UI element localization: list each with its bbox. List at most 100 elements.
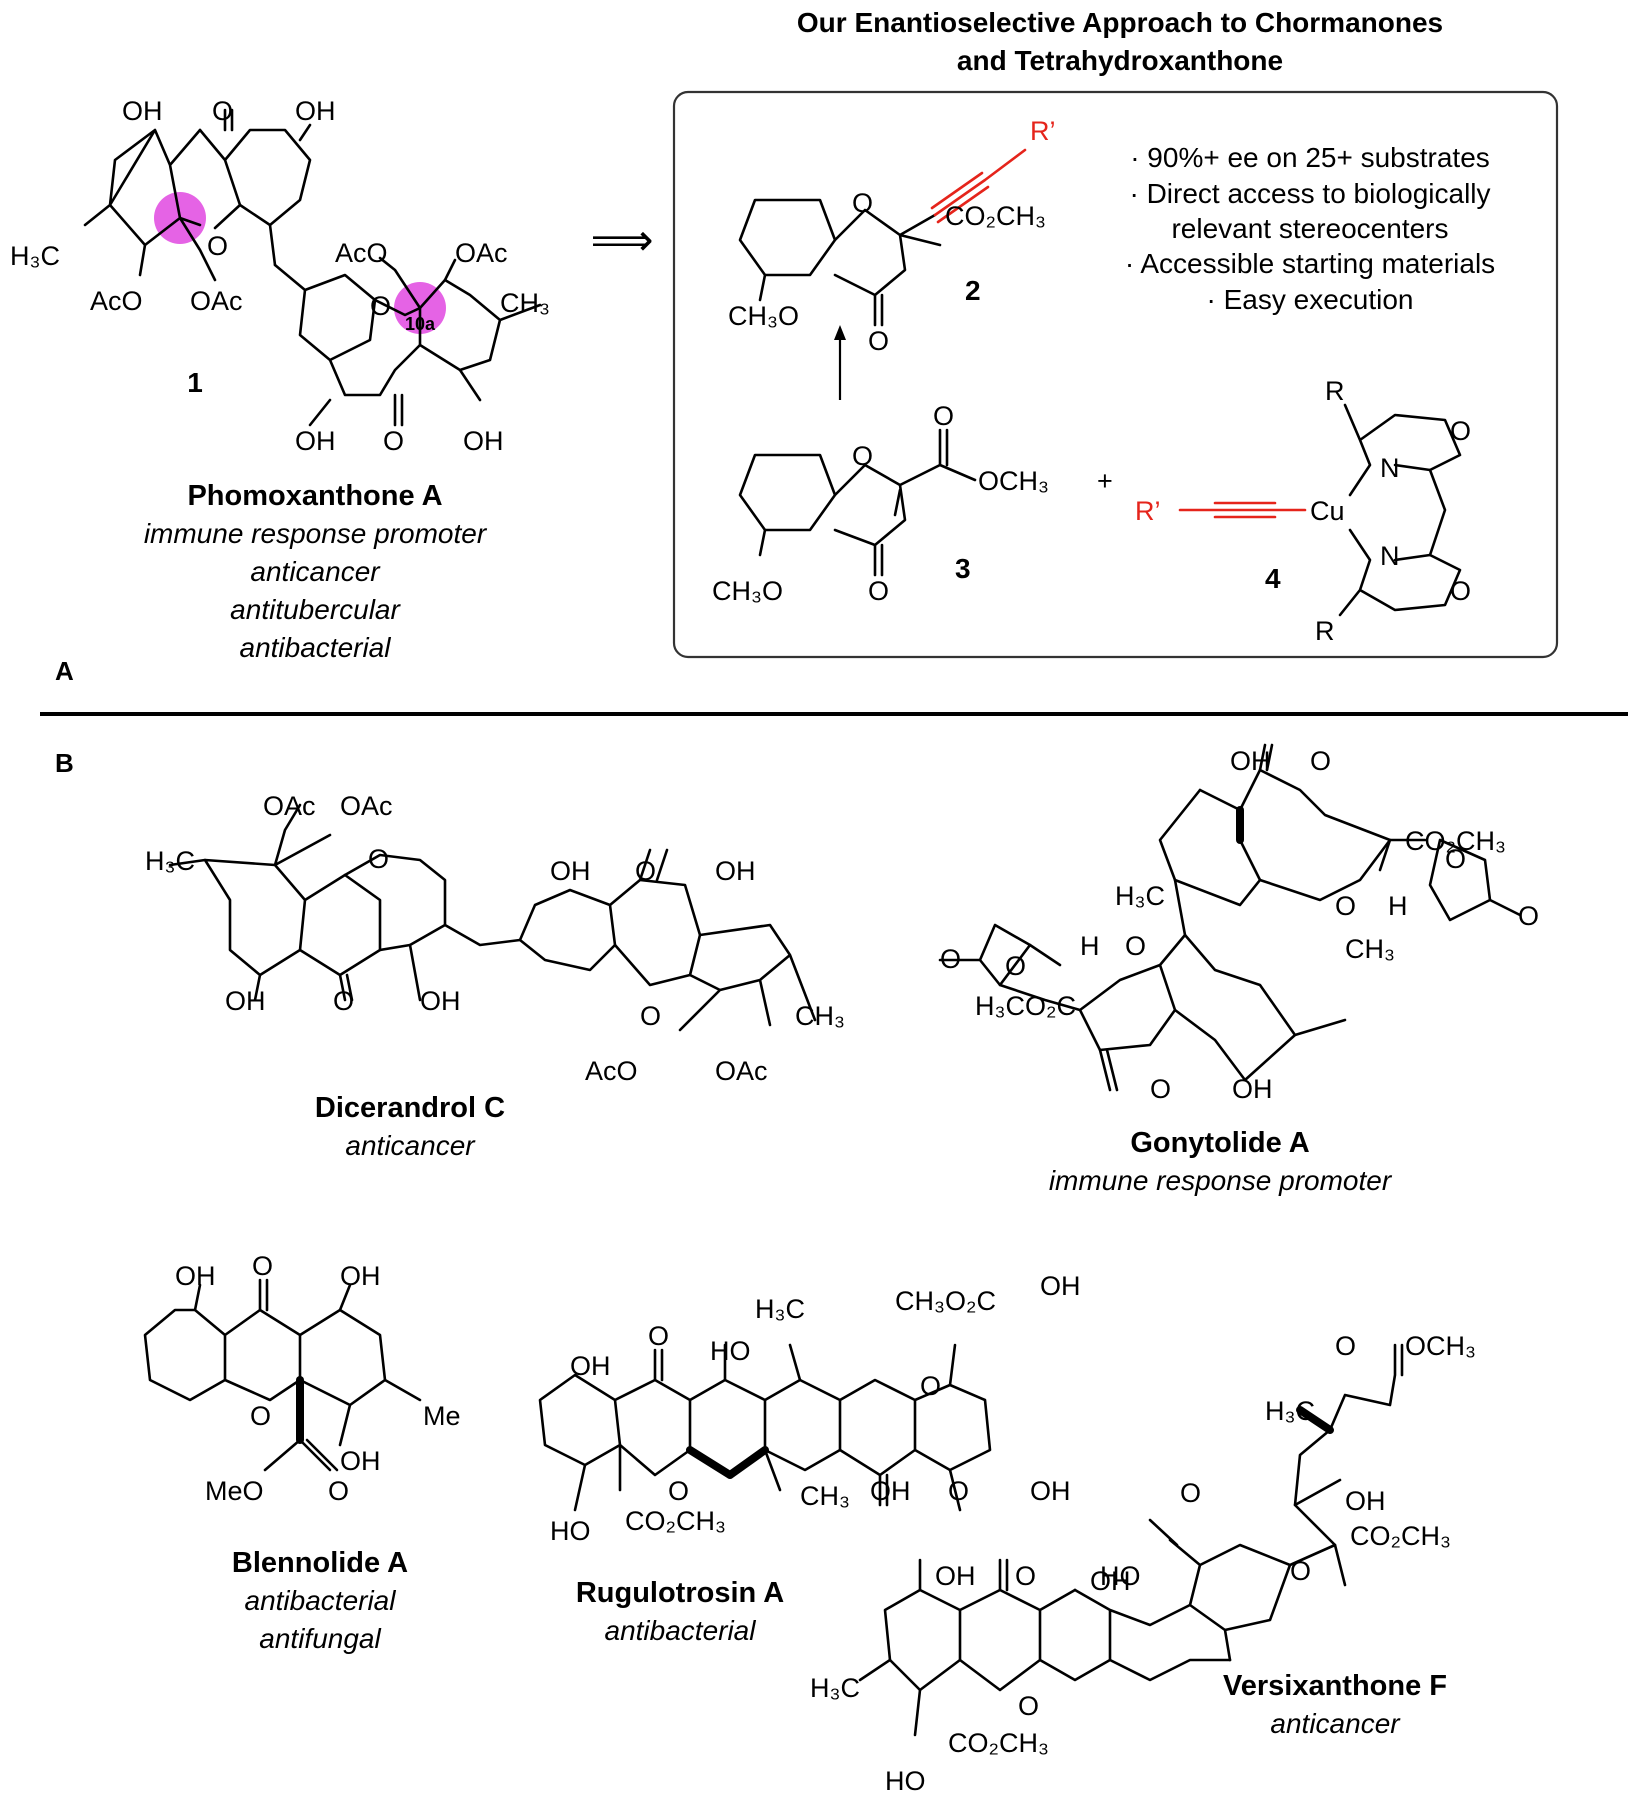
ester-label: CO₂CH₃ [1350,1521,1451,1551]
acetoxy-label: AcO [90,286,143,316]
oh-label: OH [570,1351,611,1381]
compound-name-phomoxanthone-a: Phomoxanthone A [187,480,442,512]
ester-label: CO₂CH₃ [945,201,1046,231]
versixanthone-f-structure: O OCH₃ H₃C O OH CO₂CH₃ O HO OH O OH O H₃… [810,1331,1476,1796]
oh-label: HO [550,1516,591,1546]
rugulotrosin-a-structure: OH O HO H₃C CH₃O₂C OH O OH O OH CH₃ O CO… [538,1271,1081,1546]
ketone-o-label: O [1310,746,1331,776]
ketone-o-label: O [868,326,889,356]
ring-o-label: O [207,231,228,261]
ring-o-label: O [668,1476,689,1506]
header-line-1: Our Enantioselective Approach to Chorman… [797,7,1443,38]
compound-name-dicerandrol-c: Dicerandrol C [315,1092,505,1124]
header-line-2: and Tetrahydroxanthone [957,45,1283,76]
oh-label: OH [1232,1074,1273,1104]
oh-label: OH [1040,1271,1081,1301]
activity-line: anticancer [1270,1708,1401,1739]
methyl-label: H₃C [755,1294,805,1324]
copper-label: Cu [1310,496,1345,526]
h-label: H [1388,891,1408,921]
acetoxy-label: AcO [585,1056,638,1086]
bullet-line: · 90%+ ee on 25+ substrates [1130,142,1490,173]
r-label: R [1325,376,1345,406]
ketone-o-label: O [635,856,656,886]
ester-label: CO₂CH₃ [1405,826,1506,856]
compound-name-rugulotrosin-a: Rugulotrosin A [576,1577,784,1609]
ring-o-label: O [1005,951,1026,981]
approach-header: Our Enantioselective Approach to Chorman… [797,7,1443,76]
copper-acetylide-4-structure: R’ Cu N N O O R R [1135,376,1471,646]
compound-number-1: 1 [187,367,203,398]
ketone-o-label: O [1015,1561,1036,1591]
dicerandrol-c-structure: OAc OAc O H₃C OH O OH OH O OH O CH₃ AcO … [145,791,845,1086]
oh-label: OH [550,856,591,886]
ketone-o-label: O [333,986,354,1016]
ring-o-label: O [1290,1556,1311,1586]
activity-line: antifungal [259,1623,381,1654]
oh-label: OH [870,1476,911,1506]
methyl-label: H₃C [1115,881,1165,911]
methyl-label: CH₃ [795,1001,845,1031]
panel-label-a: A [55,656,74,686]
methyl-label: H₃C [810,1673,860,1703]
bullet-line: · Accessible starting materials [1125,248,1495,279]
approach-box [672,90,1559,659]
oh-label: OH [463,426,504,456]
activity-line: anticancer [250,556,381,587]
oh-label: HO [710,1336,751,1366]
chromone-3-structure: O O OCH₃ CH₃O O [712,401,1049,606]
methoxy-label: CH₃O [712,576,783,606]
ring-o-label: O [920,1371,941,1401]
phomoxanthone-a-structure: OH O OH H₃C O AcO OAc AcO OAc O CH₃ 10a … [10,96,550,456]
forward-arrow [834,325,846,400]
activity-line: antitubercular [230,594,401,625]
methoxy-label: OCH₃ [978,466,1049,496]
activity-line: antibacterial [240,632,392,663]
bullet-line: · Direct access to biologically [1129,178,1490,209]
bullet-line: · Easy execution [1207,284,1414,315]
approach-bullets: · 90%+ ee on 25+ substrates · Direct acc… [1125,142,1495,315]
methoxy-label: CH₃O [728,301,799,331]
ketone-o-label: O [648,1321,669,1351]
ketone-o-label: O [940,944,961,974]
methyl-label: H₃C [1265,1396,1315,1426]
nitrogen-label: N [1380,541,1400,571]
nitrogen-label: N [1380,453,1400,483]
oh-label: OH [295,96,336,126]
acetoxy-label: OAc [263,791,316,821]
oh-label: OH [935,1561,976,1591]
oh-label: OH [225,986,266,1016]
compound-name-blennolide-a: Blennolide A [232,1547,408,1579]
ketone-o-label: O [948,1476,969,1506]
ring-o-label: O [852,188,873,218]
compound-name-versixanthone-f: Versixanthone F [1223,1670,1447,1702]
ester-label: CO₂CH₃ [625,1506,726,1536]
plus-sign: + [1097,466,1113,496]
bullet-line: relevant stereocenters [1171,213,1448,244]
oh-label: OH [340,1261,381,1291]
acetoxy-label: OAc [455,238,508,268]
ester-o-label: O [933,401,954,431]
gonytolide-a-structure: OH O CO₂CH₃ O H O O H₃C CH₃ O O H O H₃CO… [938,743,1539,1104]
acetoxy-label: OAc [340,791,393,821]
oh-label: OH [1230,746,1271,776]
activity-line: immune response promoter [144,518,488,549]
oh-label: OH [175,1261,216,1291]
stereocenter-label: 10a [405,314,436,334]
ring-o-label: O [1450,416,1471,446]
methyl-label: H₃C [10,241,60,271]
r-prime-label: R’ [1030,116,1056,146]
chromanone-2-structure: O R’ CO₂CH₃ CH₃O O [728,116,1056,356]
oh-label: HO [885,1766,926,1796]
ketone-o-label: O [868,576,889,606]
activity-line: anticancer [345,1130,476,1161]
methyl-label: CH₃ [500,288,550,318]
oh-label: OH [295,426,336,456]
oh-label: OH [715,856,756,886]
retrosynthesis-arrow: ⟹ [590,216,653,265]
oh-label: OH [1090,1566,1131,1596]
ring-o-label: O [370,291,391,321]
methoxy-label: OCH₃ [1405,1331,1476,1361]
ketone-o-label: O [1180,1478,1201,1508]
